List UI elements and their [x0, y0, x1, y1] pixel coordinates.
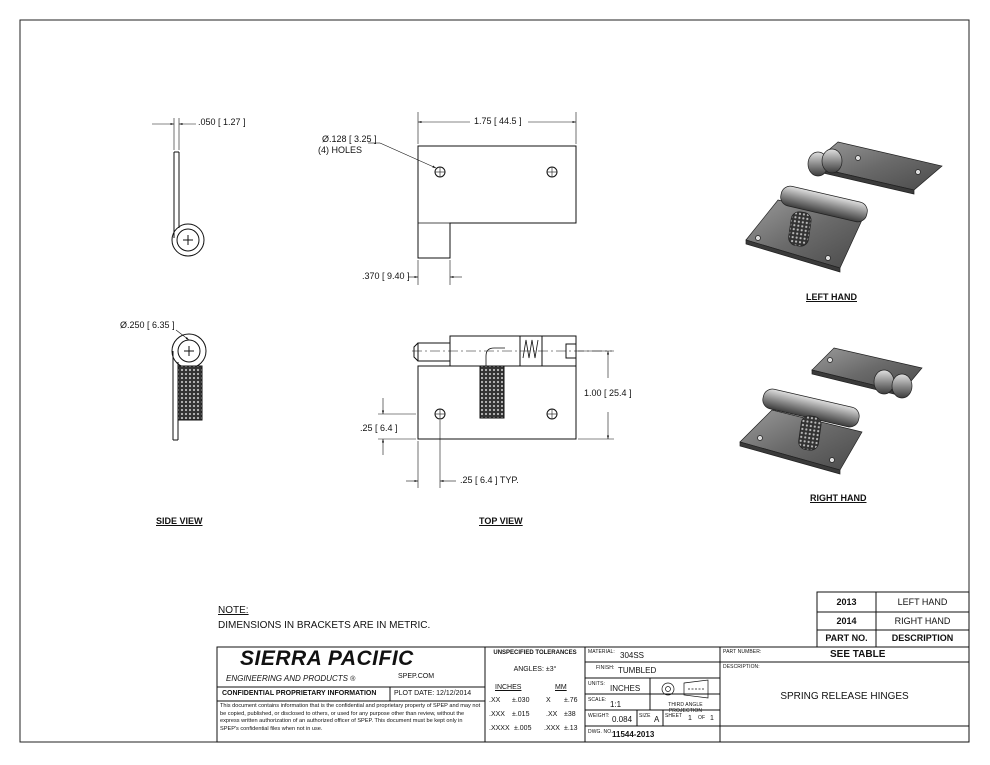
projection-label: THIRD ANGLE PROJECTION	[668, 702, 703, 714]
side-view-upper	[152, 118, 205, 257]
units-value: INCHES	[610, 684, 641, 693]
description-label: DESCRIPTION:	[723, 664, 760, 670]
size-value: A	[654, 715, 660, 724]
third-angle-projection-icon	[661, 679, 709, 699]
material-value: 304SS	[620, 651, 645, 660]
company-subtitle: ENGINEERING AND PRODUCTS ®	[226, 674, 356, 683]
of-label: OF	[698, 715, 706, 721]
label-side-view: SIDE VIEW	[156, 516, 203, 526]
dim-length: 1.75 [ 44.5 ]	[474, 116, 522, 126]
scale-value: 1:1	[610, 700, 622, 709]
top-view-lower	[378, 335, 614, 488]
part-number-label: PART NUMBER:	[723, 649, 762, 655]
part-number-2013: 2013	[836, 597, 857, 607]
finish-label: FINISH:	[596, 665, 615, 671]
tol-row-1-mm-value: ±.76	[564, 697, 578, 704]
note-title: NOTE:	[218, 605, 249, 616]
sheet-value: 1	[688, 715, 692, 722]
tolerance-title: UNSPECIFIED TOLERANCES	[493, 650, 577, 656]
tol-row-3-mm-value: ±.13	[564, 725, 578, 732]
tolerance-angles: ANGLES: ±3°	[513, 666, 557, 673]
part-number-value: SEE TABLE	[830, 649, 886, 660]
of-value: 1	[710, 715, 714, 722]
dim-pin-diameter: Ø.250 [ 6.35 ]	[120, 320, 175, 330]
dim-edge-x: .25 [ 6.4 ] TYP.	[460, 475, 519, 485]
label-right-hand: RIGHT HAND	[810, 493, 867, 503]
dwg-no-value: 11544-2013	[612, 730, 655, 739]
sheet-label: SHEET	[665, 713, 683, 719]
dim-hole-diameter: Ø.128 [ 3.25 ]	[322, 134, 377, 144]
top-view-upper	[368, 112, 577, 285]
dim-edge-y: .25 [ 6.4 ]	[360, 423, 398, 433]
tol-row-2-inch-place: .XXX	[489, 711, 505, 718]
tolerance-mm-header: MM	[555, 684, 567, 691]
side-view-lower	[171, 329, 207, 441]
label-left-hand: LEFT HAND	[806, 292, 857, 302]
plot-date: PLOT DATE: 12/12/2014	[394, 690, 472, 697]
dim-holes-count: (4) HOLES	[318, 145, 363, 155]
weight-label: WEIGHT:	[588, 713, 610, 719]
title-block-grid	[216, 646, 970, 743]
material-label: MATERIAL:	[588, 649, 615, 655]
size-label: SIZE	[639, 713, 651, 719]
dim-thickness: .050 [ 1.27 ]	[198, 117, 246, 127]
tol-row-3-inch-value: ±.005	[514, 725, 532, 732]
dim-height: 1.00 [ 25.4 ]	[584, 388, 632, 398]
iso-right-hand	[739, 347, 923, 475]
units-label: UNITS:	[588, 681, 605, 687]
tol-row-2-mm-value: ±38	[564, 711, 576, 718]
scale-label: SCALE:	[588, 697, 607, 703]
label-top-view: TOP VIEW	[479, 516, 523, 526]
note-text: DIMENSIONS IN BRACKETS ARE IN METRIC.	[218, 620, 431, 631]
part-desc-left: LEFT HAND	[897, 597, 948, 607]
finish-value: TUMBLED	[618, 666, 657, 675]
iso-left-hand	[745, 141, 943, 273]
part-header-number: PART NO.	[825, 633, 868, 643]
description-value: SPRING RELEASE HINGES	[780, 691, 909, 702]
tol-row-1-mm-place: X	[546, 697, 551, 704]
confidential-label: CONFIDENTIAL PROPRIETARY INFORMATION	[222, 690, 377, 697]
parts-table-grid	[816, 591, 970, 648]
tol-row-1-inch-value: ±.030	[512, 697, 530, 704]
dim-tab: .370 [ 9.40 ]	[362, 271, 410, 281]
part-header-desc: DESCRIPTION	[891, 633, 954, 643]
tol-row-2-mm-place: .XX	[546, 711, 558, 718]
confidential-disclaimer: This document contains information that …	[220, 703, 481, 732]
tol-row-3-inch-place: .XXXX	[489, 725, 510, 732]
tol-row-2-inch-value: ±.015	[512, 711, 530, 718]
company-logo: SIERRA PACIFIC	[240, 647, 414, 670]
tol-row-1-inch-place: .XX	[489, 697, 501, 704]
dwg-no-label: DWG. NO.	[588, 729, 613, 735]
tolerance-inches-header: INCHES	[495, 684, 522, 691]
company-website: SPEP.COM	[398, 673, 435, 680]
part-desc-right: RIGHT HAND	[894, 616, 951, 626]
part-number-2014: 2014	[836, 616, 857, 626]
tol-row-3-mm-place: .XXX	[544, 725, 560, 732]
weight-value: 0.084	[612, 715, 633, 724]
